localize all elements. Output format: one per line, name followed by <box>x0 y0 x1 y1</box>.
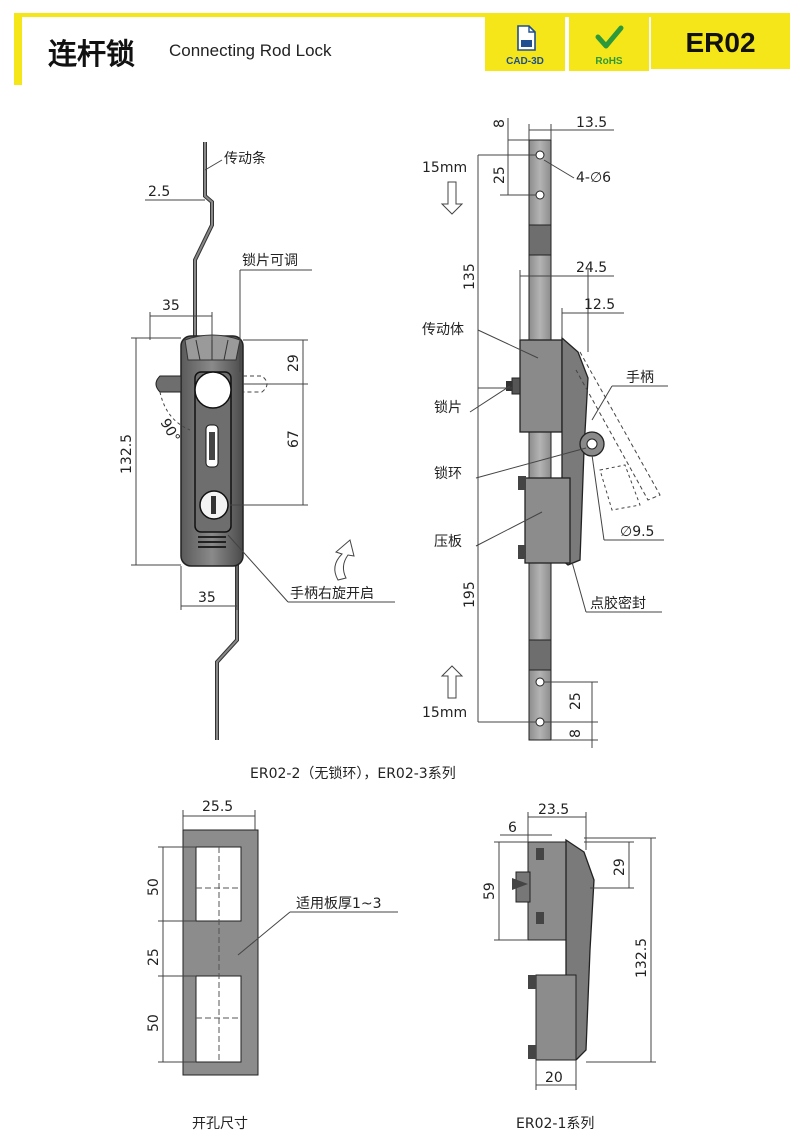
middle-dim: 67 <box>286 430 302 448</box>
rohs-badge[interactable]: RoHS <box>569 17 649 71</box>
bottom-width-dim: 35 <box>198 590 216 606</box>
main-caption: ER02-2（无锁环），ER02-3系列 <box>250 766 456 782</box>
span-upper-dim: 135 <box>462 263 478 290</box>
header-left-stripe <box>14 17 22 85</box>
er021-height-dim: 132.5 <box>634 938 650 978</box>
cutout-view: 25.5 50 25 50 适用板厚1~3 <box>146 799 398 1076</box>
header-bar: 连杆锁 Connecting Rod Lock CAD-3D RoHS ER02 <box>14 13 790 85</box>
span-lower-dim: 195 <box>462 581 478 608</box>
upper-dim: 29 <box>286 354 302 372</box>
bottom-gap-dim: 8 <box>568 729 584 738</box>
adjustable-plate-label: 锁片可调 <box>242 253 298 269</box>
product-title-cn: 连杆锁 <box>48 37 136 71</box>
handle-rotate-label: 手柄右旋开启 <box>290 586 374 602</box>
press-plate-label: 压板 <box>434 534 462 550</box>
er021-upper-dim: 29 <box>612 858 628 876</box>
drive-body-label: 传动体 <box>422 322 464 338</box>
handle-label: 手柄 <box>626 370 654 386</box>
holes-label: 4-∅6 <box>576 170 611 186</box>
side-view: 15mm 15mm 13.5 8 25 4-∅6 135 24.5 12.5 传… <box>422 115 668 748</box>
angle-dim: 90° <box>157 416 183 446</box>
height-dim: 132.5 <box>119 434 135 474</box>
cutout-width-dim: 25.5 <box>202 799 233 815</box>
er021-depth-dim: 23.5 <box>538 802 569 818</box>
document-icon <box>517 25 536 51</box>
lower-hole-dim: 50 <box>146 1014 162 1032</box>
product-title-en: Connecting Rod Lock <box>169 41 332 60</box>
top-gap-dim: 8 <box>492 119 508 128</box>
er021-view: 23.5 6 59 29 132.5 20 <box>482 802 656 1090</box>
rod-label: 传动条 <box>224 150 266 167</box>
cutout-caption: 开孔尺寸 <box>192 1116 248 1132</box>
depth-dim: 24.5 <box>576 260 607 276</box>
front-view: 90° 2.5 传动条 锁片可调 35 132.5 29 67 3 <box>119 142 395 740</box>
stroke-top-label: 15mm <box>422 160 467 176</box>
lock-ring-label: 锁环 <box>434 466 462 482</box>
gap-dim: 25 <box>146 948 162 966</box>
rohs-label: RoHS <box>595 56 623 67</box>
glue-seal-label: 点胶密封 <box>590 595 646 612</box>
hole-pitch-top-dim: 25 <box>492 166 508 184</box>
down-arrow-icon <box>440 181 464 215</box>
header-top-stripe <box>14 13 790 17</box>
er021-offset-dim: 6 <box>508 820 517 836</box>
top-width-dim: 35 <box>162 298 180 314</box>
handle-depth-dim: 12.5 <box>584 297 615 313</box>
thickness-label: 适用板厚1~3 <box>296 896 382 912</box>
bar-width-dim: 13.5 <box>576 115 607 131</box>
hole-pitch-bottom-dim: 25 <box>568 692 584 710</box>
lock-plate-label: 锁片 <box>434 400 462 416</box>
cad-3d-badge[interactable]: CAD-3D <box>485 17 565 71</box>
stroke-bottom-label: 15mm <box>422 705 467 721</box>
up-arrow-icon <box>440 665 464 699</box>
checkmark-icon <box>595 25 624 49</box>
cad-3d-label: CAD-3D <box>506 56 544 67</box>
er021-plate-height-dim: 59 <box>482 882 498 900</box>
rod-offset-dim: 2.5 <box>148 184 170 200</box>
model-code: ER02 <box>651 17 790 69</box>
er021-caption: ER02-1系列 <box>516 1116 594 1132</box>
rotate-arrow-icon <box>334 539 355 581</box>
upper-hole-dim: 50 <box>146 878 162 896</box>
er021-bottom-dim: 20 <box>545 1070 563 1086</box>
ring-diameter-label: ∅9.5 <box>620 524 654 540</box>
